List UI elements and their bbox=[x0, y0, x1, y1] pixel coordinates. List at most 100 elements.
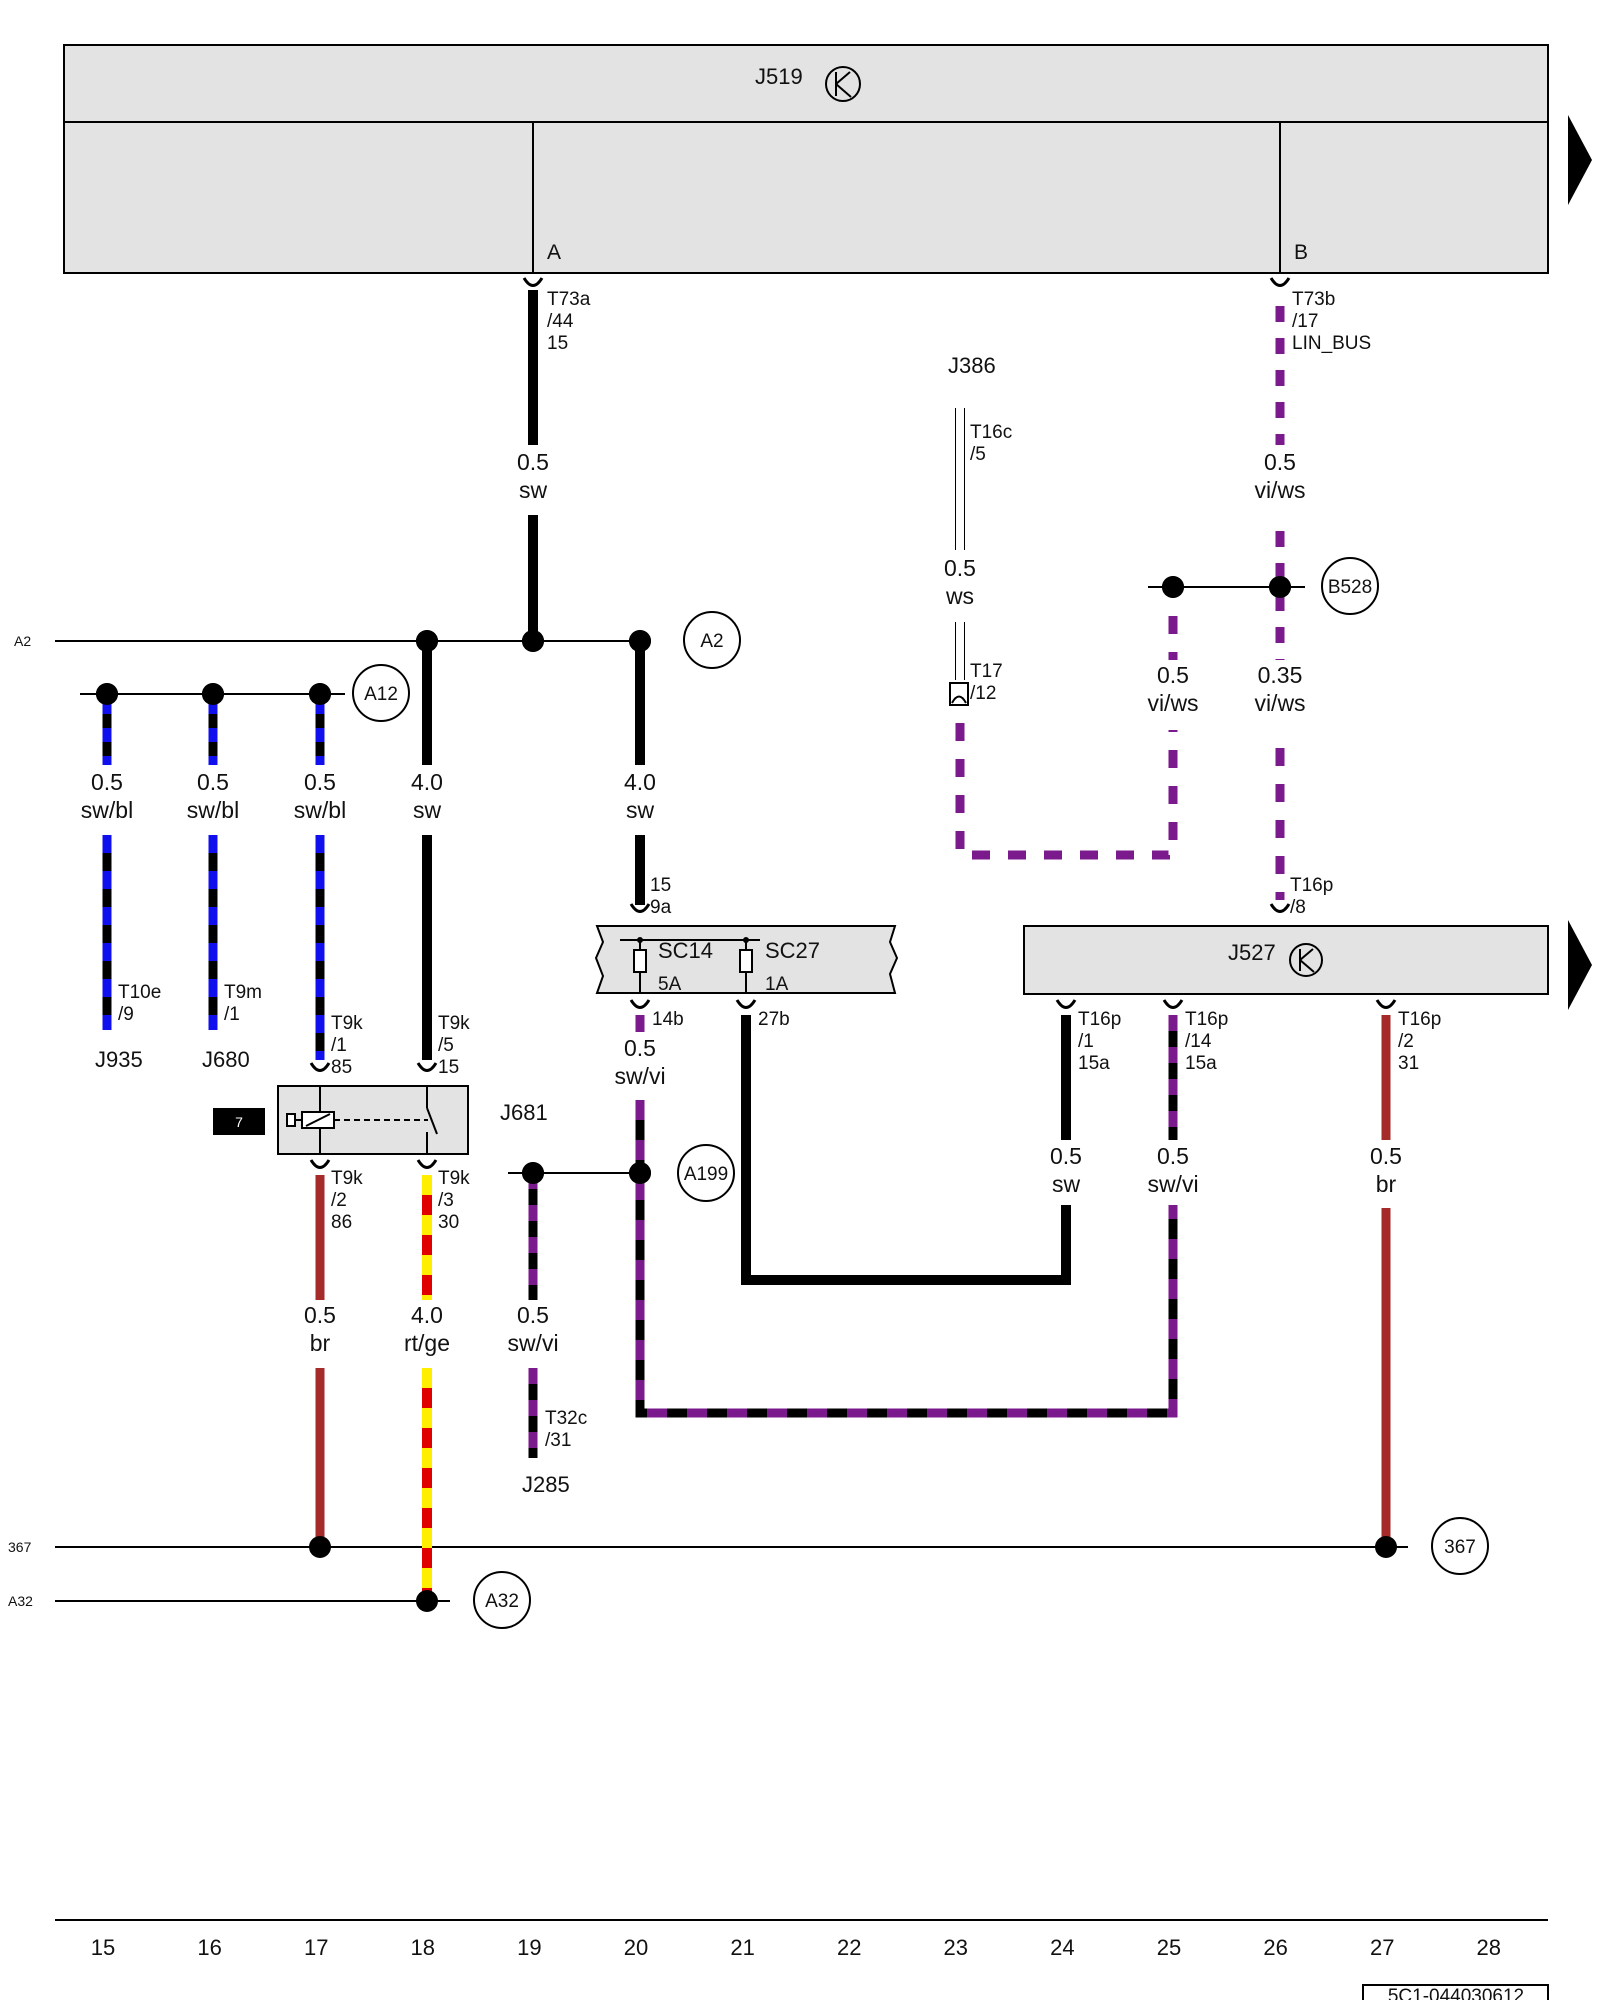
connector-t16p-2: T16p /2 31 bbox=[1398, 1009, 1441, 1074]
svg-text:T10e: T10e bbox=[118, 982, 161, 1003]
junction-dots bbox=[96, 576, 1397, 1612]
svg-text:br: br bbox=[310, 1330, 331, 1356]
j519-terminal-a: A bbox=[547, 241, 561, 264]
wire-label-w1: 0.5sw bbox=[517, 449, 549, 503]
bus-ref-label: A2 bbox=[700, 631, 723, 652]
plug-symbols bbox=[309, 276, 1397, 1169]
grid-number: 21 bbox=[730, 1935, 754, 1960]
svg-text:15: 15 bbox=[547, 333, 568, 354]
svg-text:vi/ws: vi/ws bbox=[1254, 477, 1305, 503]
fuse-sc14-rating: 5A bbox=[658, 974, 682, 995]
connector-fusebox-in: 15 9a bbox=[650, 875, 672, 918]
bus-a32: A32 A32 bbox=[8, 1571, 531, 1629]
svg-text:/44: /44 bbox=[547, 311, 574, 332]
wire-label-w13: 0.5sw/vi bbox=[1147, 1143, 1198, 1197]
wire-w4-segment bbox=[955, 705, 1178, 860]
svg-text:T16p: T16p bbox=[1290, 875, 1333, 896]
wire-label-w16: 4.0rt/ge bbox=[404, 1302, 450, 1356]
fuse-sc27-label: SC27 bbox=[765, 938, 820, 963]
svg-text:0.5: 0.5 bbox=[517, 449, 549, 475]
svg-text:sw/vi: sw/vi bbox=[1147, 1171, 1198, 1197]
relay-badge bbox=[213, 1108, 265, 1135]
j519-terminal-b: B bbox=[1294, 241, 1308, 264]
svg-text:/2: /2 bbox=[331, 1190, 347, 1211]
grid-number: 19 bbox=[517, 1935, 541, 1960]
grid-number: 23 bbox=[944, 1935, 968, 1960]
connector-t9k-1: T9k /1 85 bbox=[331, 1013, 363, 1078]
j519-module: J519 A B bbox=[63, 44, 1549, 274]
connector-t73b: T73b /17 LIN_BUS bbox=[1292, 289, 1371, 354]
connector-t16p-14: T16p /14 15a bbox=[1185, 1009, 1228, 1074]
j519-label: J519 bbox=[755, 64, 803, 89]
grid-number: 24 bbox=[1050, 1935, 1074, 1960]
connector-t17: T17 /12 bbox=[970, 661, 1003, 704]
bus-left-label: A32 bbox=[8, 1593, 33, 1609]
svg-text:/5: /5 bbox=[970, 444, 986, 465]
grid-number: 25 bbox=[1157, 1935, 1181, 1960]
bus-ref-label: B528 bbox=[1328, 577, 1372, 598]
connector-t16c: T16c /5 bbox=[970, 422, 1012, 465]
wire-label-w15: 0.5br bbox=[304, 1302, 336, 1356]
svg-text:/12: /12 bbox=[970, 683, 996, 704]
svg-text:30: 30 bbox=[438, 1212, 459, 1233]
svg-text:86: 86 bbox=[331, 1212, 352, 1233]
svg-text:/2: /2 bbox=[1398, 1031, 1414, 1052]
connector-t16p-1: T16p /1 15a bbox=[1078, 1009, 1121, 1074]
svg-text:sw/vi: sw/vi bbox=[507, 1330, 558, 1356]
fuse-box: SC14 5A SC27 1A bbox=[594, 925, 899, 995]
grid-number: 22 bbox=[837, 1935, 861, 1960]
j527-module: J527 bbox=[1023, 925, 1549, 995]
svg-text:15: 15 bbox=[650, 875, 671, 896]
svg-text:0.5: 0.5 bbox=[304, 1302, 336, 1328]
j285-label: J285 bbox=[522, 1472, 570, 1497]
svg-text:T73a: T73a bbox=[547, 289, 591, 310]
transistor-symbol-icon bbox=[1289, 943, 1323, 977]
svg-text:sw: sw bbox=[1052, 1171, 1081, 1197]
svg-text:T32c: T32c bbox=[545, 1408, 587, 1429]
svg-text:15a: 15a bbox=[1078, 1053, 1110, 1074]
svg-text:T16c: T16c bbox=[970, 422, 1012, 443]
svg-text:T16p: T16p bbox=[1398, 1009, 1441, 1030]
fuse-sc14-label: SC14 bbox=[658, 938, 713, 963]
continuation-arrow-icon bbox=[1568, 115, 1592, 205]
bus-ref-label: 367 bbox=[1444, 1537, 1476, 1558]
svg-text:4.0: 4.0 bbox=[411, 1302, 443, 1328]
svg-text:85: 85 bbox=[331, 1057, 352, 1078]
j680-label: J680 bbox=[202, 1047, 250, 1072]
svg-text:0.5: 0.5 bbox=[944, 555, 976, 581]
svg-text:rt/ge: rt/ge bbox=[404, 1330, 450, 1356]
svg-text:0.5: 0.5 bbox=[1264, 449, 1296, 475]
svg-text:ws: ws bbox=[945, 583, 974, 609]
svg-text:/31: /31 bbox=[545, 1430, 571, 1451]
svg-text:T9k: T9k bbox=[438, 1168, 470, 1189]
bus-a12: A12 bbox=[80, 664, 410, 722]
svg-text:15: 15 bbox=[438, 1057, 459, 1078]
svg-text:T17: T17 bbox=[970, 661, 1003, 682]
svg-text:/1: /1 bbox=[224, 1004, 240, 1025]
grid-number: 27 bbox=[1370, 1935, 1394, 1960]
svg-text:vi/ws: vi/ws bbox=[1254, 690, 1305, 716]
transistor-symbol-icon bbox=[825, 66, 861, 102]
fuse-icon bbox=[739, 949, 753, 973]
svg-text:T73b: T73b bbox=[1292, 289, 1335, 310]
j681-label: J681 bbox=[500, 1100, 548, 1125]
fuse-sc27-rating: 1A bbox=[765, 974, 789, 995]
grid-number: 18 bbox=[411, 1935, 435, 1960]
grid-number: 16 bbox=[197, 1935, 221, 1960]
connector-t73a: T73a /44 15 bbox=[547, 289, 591, 354]
continuation-arrow-icon bbox=[1568, 920, 1592, 1010]
bus-left-label: A2 bbox=[14, 633, 31, 649]
grid-number: 17 bbox=[304, 1935, 328, 1960]
bus-367: 367 367 bbox=[8, 1517, 1489, 1575]
svg-text:T9k: T9k bbox=[331, 1013, 363, 1034]
j527-label: J527 bbox=[1228, 940, 1276, 965]
svg-text:4.0: 4.0 bbox=[624, 769, 656, 795]
svg-text:/17: /17 bbox=[1292, 311, 1318, 332]
svg-text:T9k: T9k bbox=[438, 1013, 470, 1034]
grid-number: 28 bbox=[1477, 1935, 1501, 1960]
connector-27b: 27b bbox=[758, 1009, 790, 1030]
wire-layer bbox=[102, 290, 1391, 1601]
connector-t9k-2: T9k /2 86 bbox=[331, 1168, 363, 1233]
